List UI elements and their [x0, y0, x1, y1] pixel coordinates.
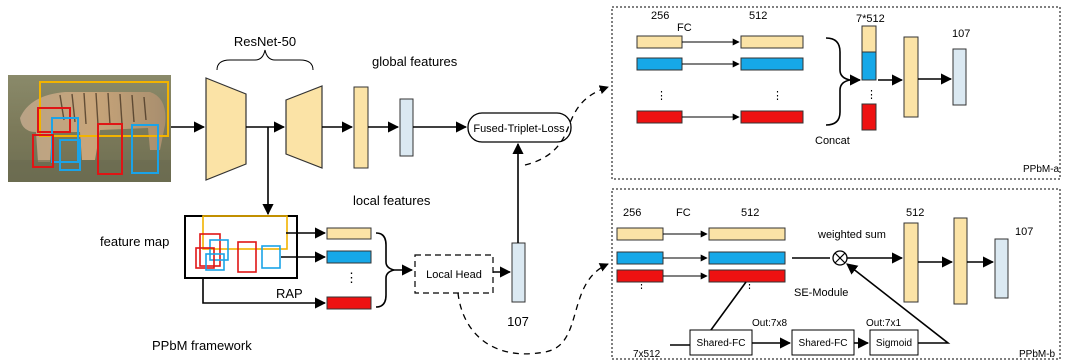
rap-brace [375, 232, 395, 308]
feature-map-label: feature map [100, 234, 169, 249]
ppbm-a-input-n [636, 110, 683, 124]
resnet-brace [216, 49, 314, 71]
backbone-block-1 [205, 77, 247, 181]
ppbm-a-concat-brace [825, 37, 851, 126]
ppbm-b-out-dim: 512 [741, 207, 759, 219]
ppbm-b-in-dim: 256 [623, 207, 641, 219]
ppbm-b-fc: FC [676, 207, 691, 219]
rap-label: RAP [276, 286, 303, 301]
rap-vector-2 [326, 250, 372, 264]
ppbm-a-concat-seg-n [861, 103, 877, 131]
ppbm-b-se-module: SE-Module [794, 287, 848, 299]
local-head-label: Local Head [426, 269, 482, 281]
ppbm-a-name: PPbM-a [1023, 164, 1060, 175]
sigmoid-label: Sigmoid [876, 338, 912, 349]
global-embedding-vector [399, 98, 414, 157]
global-feature-vector [353, 86, 369, 169]
ppbm-a-output-1 [740, 35, 804, 49]
ppbm-b-input-n [616, 269, 664, 283]
dashed-link-to-ppbm-b [457, 263, 609, 355]
fused-triplet-loss-label: Fused-Triplet-Loss [473, 123, 565, 135]
ppbm-b-output-1 [708, 227, 786, 241]
shared-fc-1-box [689, 329, 753, 356]
ppbm-a-fc-vector [903, 36, 919, 118]
ppbm-b-fc-vector [903, 222, 919, 303]
weighted-sum-operator [832, 250, 848, 266]
ppbm-a-in-dim: 256 [651, 10, 669, 22]
ppbm-b-input-second-bar [616, 251, 664, 265]
local-dim-label: 107 [507, 314, 529, 329]
tiger-image [8, 75, 171, 182]
ppbm-b-panel [611, 188, 1061, 360]
backbone-block-2 [285, 85, 323, 169]
ppbm-b-fc-vector-2 [953, 217, 968, 305]
ppbm-a-concat-seg-2 [861, 51, 877, 81]
shared-fc-2-out: Out:7x1 [866, 318, 901, 329]
ppbm-b-output-2 [708, 251, 786, 265]
ppbm-a-concat-label: Concat [815, 135, 850, 147]
ppbm-a-concat-seg-1 [861, 25, 877, 53]
ppbm-b-fc-dim: 512 [906, 207, 924, 219]
ppbm-a-output-2 [740, 57, 804, 71]
ppbm-a-concat-dim: 7*512 [856, 13, 885, 25]
ppbm-b-final-dim: 107 [1015, 226, 1033, 238]
ppbm-b-name: PPbM-b [1019, 349, 1056, 360]
ppbm-a-out-dim: 512 [749, 10, 767, 22]
framework-label: PPbM framework [152, 338, 252, 353]
ppbm-a-final-dim: 107 [952, 28, 970, 40]
global-features-label: global features [372, 54, 458, 69]
shared-fc-2-box [791, 329, 855, 356]
ppbm-a-concat-ellipsis: ⋮ [866, 89, 877, 101]
ppbm-b-se-input: 7x512 [633, 349, 661, 360]
ppbm-b-weighted-sum: weighted sum [817, 229, 886, 241]
ppbm-a-input-2 [636, 57, 683, 71]
ppbm-a-ellipsis-2: ⋮ [772, 90, 783, 102]
rap-vector-n [326, 296, 372, 310]
dashed-link-to-ppbm-a [524, 85, 609, 166]
local-embedding-vector [511, 242, 526, 303]
shared-fc-1-label: Shared-FC [697, 338, 746, 349]
ppbm-a-ellipsis-1: ⋮ [656, 90, 667, 102]
rap-ellipsis: ⋮ [345, 270, 358, 285]
ppbm-a-input-1 [636, 35, 683, 49]
local-head-box [414, 254, 494, 294]
local-features-label: local features [353, 193, 431, 208]
ppbm-b-ellipsis-2: ⋮ [744, 279, 755, 291]
shared-fc-1-out: Out:7x8 [752, 318, 787, 329]
ppbm-a-fc: FC [677, 22, 692, 34]
ppbm-b-output-n [708, 269, 786, 283]
ppbm-a-panel [611, 6, 1061, 180]
ppbm-b-ellipsis-1: ⋮ [636, 279, 647, 291]
rap-vector-1 [326, 227, 372, 240]
ppbm-a-embedding [952, 48, 967, 106]
ppbm-b-embedding [994, 238, 1009, 299]
resnet-label: ResNet-50 [234, 34, 296, 49]
fused-triplet-loss-box [467, 112, 572, 143]
ppbm-a-output-n [740, 110, 804, 124]
shared-fc-2-label: Shared-FC [799, 338, 848, 349]
